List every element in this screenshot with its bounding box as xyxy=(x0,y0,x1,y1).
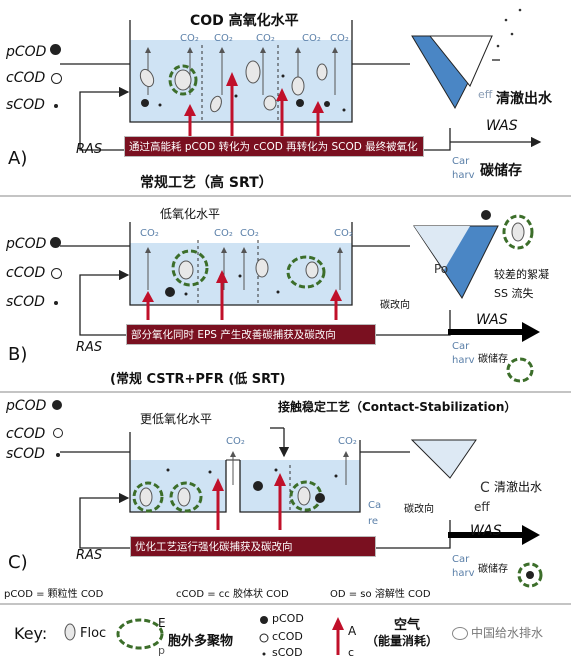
panel-c-ccod-label: cCOD xyxy=(6,426,46,442)
panel-a-partial-car: Car xyxy=(452,156,470,167)
pcod-ball-icon xyxy=(50,237,61,248)
ccod-circle-icon xyxy=(51,73,62,84)
scod-dot-icon xyxy=(56,453,60,457)
panel-c-graphics xyxy=(0,427,571,605)
panel-a-caption: 常规工艺（高 SRT） xyxy=(140,175,273,191)
panel-a-was-label: WAS xyxy=(486,118,518,134)
panel-a-letter: A) xyxy=(8,148,28,169)
panel-a-co2-2: CO₂ xyxy=(214,33,233,44)
panel-c-partial-harv: harv xyxy=(452,568,475,579)
panel-a-co2-5: CO₂ xyxy=(330,33,349,44)
panel-b-pcod-label: pCOD xyxy=(6,236,47,252)
panel-a-scod-label: sCOD xyxy=(6,97,45,113)
panel-a-top-label: COD 高氧化水平 xyxy=(190,13,299,29)
ccod-circle-icon xyxy=(53,428,63,438)
panel-c-effluent-label: 清澈出水 xyxy=(494,480,543,494)
panel-a-partial-eff: eff xyxy=(478,88,493,101)
panel-a-co2-3: CO₂ xyxy=(256,33,275,44)
key-air-partial-2: c xyxy=(348,646,355,659)
panel-a-pcod-label: pCOD xyxy=(6,44,47,60)
ccod-circle-icon xyxy=(51,268,62,279)
panel-b-co2-3: CO₂ xyxy=(240,228,259,239)
panel-c-partial-re: re xyxy=(368,516,379,527)
panel-b-co2-1: CO₂ xyxy=(140,228,159,239)
watermark: 中国给水排水 xyxy=(452,624,543,641)
panel-c-scod-label: sCOD xyxy=(6,446,45,462)
pcod-ball-icon xyxy=(50,44,61,55)
def-scod: OD = so 溶解性 COD xyxy=(330,589,431,600)
key-air-label: 空气 xyxy=(394,618,421,633)
panel-b-water xyxy=(130,243,352,305)
key-graphics xyxy=(64,616,344,656)
panel-a-graphics xyxy=(0,8,571,197)
panel-b-partial-car: Car xyxy=(452,341,470,352)
panel-c-partial-eff: eff xyxy=(474,500,490,514)
key-air-partial: A xyxy=(348,624,357,638)
panel-c-co2-1: CO₂ xyxy=(226,436,245,447)
key-title: Key: xyxy=(14,624,48,643)
panel-c-partial-c: C xyxy=(480,480,490,496)
panel-a-carbon-storage: 碳储存 xyxy=(480,163,522,179)
panel-a-partial-harv: harv xyxy=(452,170,475,181)
panel-b-caption: (常规 CSTR+PFR (低 SRT) xyxy=(110,372,286,387)
panel-c-top-label: 更低氧化水平 xyxy=(140,412,213,426)
panel-b-top-label: 低氧化水平 xyxy=(160,207,221,221)
panel-b-ccod-label: cCOD xyxy=(6,265,46,281)
wechat-icon xyxy=(452,627,468,640)
panel-a-banner: 通过高能耗 pCOD 转化为 cCOD 再转化为 SCOD 最终被氧化 xyxy=(124,136,424,157)
key-eps-label: 胞外多聚物 xyxy=(168,634,234,649)
panel-b-was-label: WAS xyxy=(476,312,508,328)
panel-b-letter: B) xyxy=(8,344,28,365)
panel-a-effluent-label: 清澈出水 xyxy=(496,91,552,107)
scod-dot-icon xyxy=(54,301,58,305)
panel-b-carbon-redirect: 碳改向 xyxy=(380,300,410,311)
panel-b-partial-harv: harv xyxy=(452,355,475,366)
panel-c-carbon-redirect: 碳改向 xyxy=(404,504,434,515)
def-ccod: cCOD = cc 胶体状 COD xyxy=(176,589,289,600)
panel-b-co2-2: CO₂ xyxy=(214,228,233,239)
scod-dot-icon xyxy=(54,104,58,108)
panel-c-partial-ca: Ca xyxy=(368,500,382,511)
panel-b-carbon-storage: 碳储存 xyxy=(478,354,508,365)
panel-c-pcod-label: pCOD xyxy=(6,398,47,414)
key-eps-partial-2: p xyxy=(158,644,165,657)
key-energy-label: （能量消耗） xyxy=(366,634,439,648)
key-eps-partial: E xyxy=(158,616,166,630)
panel-c-banner: 优化工艺运行强化碳捕获及碳改向 xyxy=(130,536,376,557)
panel-a-ccod-label: cCOD xyxy=(6,70,46,86)
panel-b-scod-label: sCOD xyxy=(6,294,45,310)
panel-b-co2-4: CO₂ xyxy=(334,228,353,239)
def-pcod: pCOD = 颗粒性 COD xyxy=(4,589,104,600)
key-pcod: pCOD xyxy=(272,612,304,625)
pcod-ball-icon xyxy=(52,400,62,410)
panel-b-ras-label: RAS xyxy=(76,340,103,355)
key-scod: sCOD xyxy=(272,646,303,659)
watermark-text: 中国给水排水 xyxy=(471,626,544,640)
panel-b-ss-loss: SS 流失 xyxy=(494,287,534,300)
panel-b-graphics xyxy=(0,210,571,393)
panel-a-ras-label: RAS xyxy=(76,142,103,157)
panel-c-clarifier xyxy=(410,439,477,479)
panel-a-co2-1: CO₂ xyxy=(180,33,199,44)
panel-b-partial-po: Po xyxy=(434,262,449,276)
panel-c-was-label: WAS xyxy=(470,523,502,539)
panel-b-banner: 部分氧化同时 EPS 产生改善碳捕获及碳改向 xyxy=(126,324,376,345)
panel-c-title: 接触稳定工艺（Contact-Stabilization） xyxy=(278,400,517,414)
panel-c-ras-label: RAS xyxy=(76,548,103,563)
key-ccod: cCOD xyxy=(272,630,303,643)
panel-c-carbon-storage: 碳储存 xyxy=(478,564,508,575)
panel-c-partial-car: Car xyxy=(452,554,470,565)
key-floc-label: Floc xyxy=(80,626,107,641)
panel-b-poor-settling: 较差的絮凝 xyxy=(494,268,549,281)
panel-c-co2-2: CO₂ xyxy=(338,436,357,447)
panel-c-letter: C) xyxy=(8,552,28,573)
panel-a-co2-4: CO₂ xyxy=(302,33,321,44)
